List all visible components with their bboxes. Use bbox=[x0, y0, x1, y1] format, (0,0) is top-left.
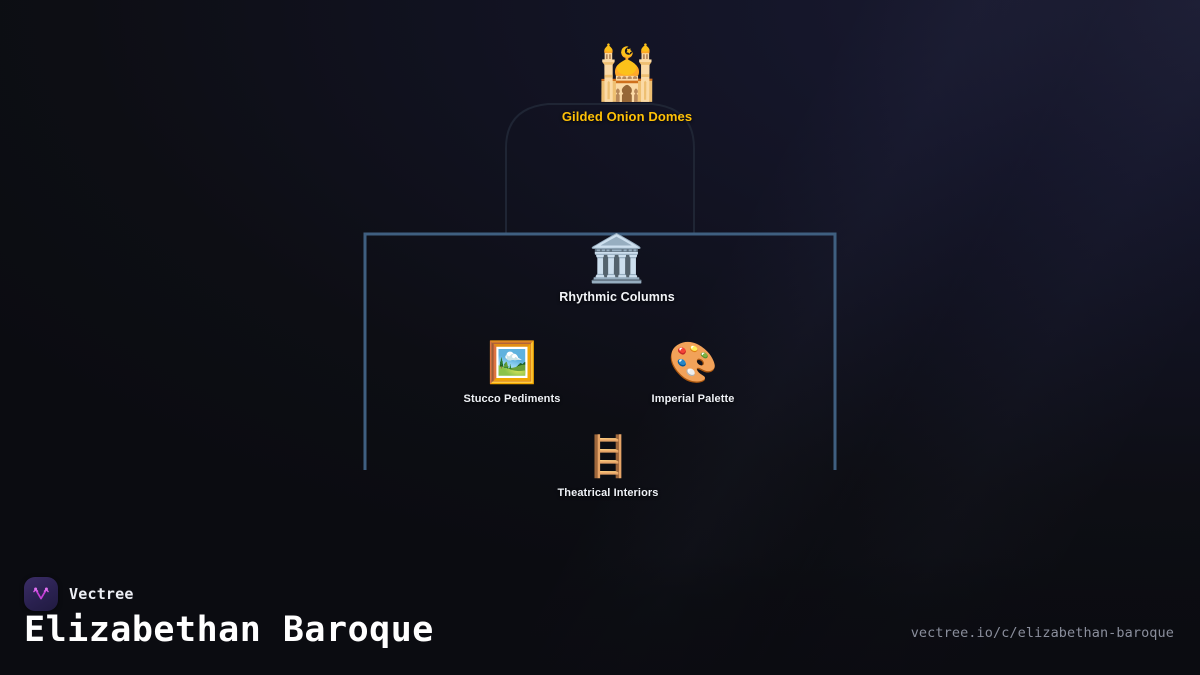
artist-palette-icon: 🎨 bbox=[668, 340, 718, 386]
framed-picture-icon: 🖼️ bbox=[487, 340, 537, 386]
page-title: Elizabethan Baroque bbox=[24, 610, 434, 650]
graph-node-stucco-pediments[interactable]: 🖼️ Stucco Pediments bbox=[464, 343, 561, 405]
graph-node-theatrical-interiors[interactable]: 🪜 Theatrical Interiors bbox=[557, 437, 658, 499]
site-url: vectree.io/c/elizabethan-baroque bbox=[910, 625, 1174, 641]
footer-bar: Vectree Elizabethan Baroque vectree.io/c… bbox=[0, 555, 1200, 675]
mosque-icon: 🕌 bbox=[594, 44, 660, 104]
root-connector-bracket bbox=[505, 103, 695, 233]
graph-node-label: Stucco Pediments bbox=[463, 393, 561, 405]
graph-node-label: Imperial Palette bbox=[651, 393, 735, 405]
graph-node-label: Gilded Onion Domes bbox=[561, 109, 693, 124]
group-connector-bracket bbox=[363, 232, 837, 470]
ladder-icon: 🪜 bbox=[583, 434, 633, 480]
graph-node-label: Rhythmic Columns bbox=[559, 290, 675, 304]
brand[interactable]: Vectree bbox=[24, 577, 134, 611]
brand-name: Vectree bbox=[69, 585, 134, 603]
graph-node-imperial-palette[interactable]: 🎨 Imperial Palette bbox=[652, 343, 735, 405]
graph-connectors bbox=[363, 103, 837, 470]
graph-node-gilded-onion-domes[interactable]: 🕌 Gilded Onion Domes bbox=[562, 48, 692, 124]
graph-node-rhythmic-columns[interactable]: 🏛️ Rhythmic Columns bbox=[559, 235, 675, 304]
vectree-logo-icon bbox=[24, 577, 58, 611]
classical-building-icon: 🏛️ bbox=[588, 231, 646, 285]
graph-node-label: Theatrical Interiors bbox=[557, 487, 659, 499]
